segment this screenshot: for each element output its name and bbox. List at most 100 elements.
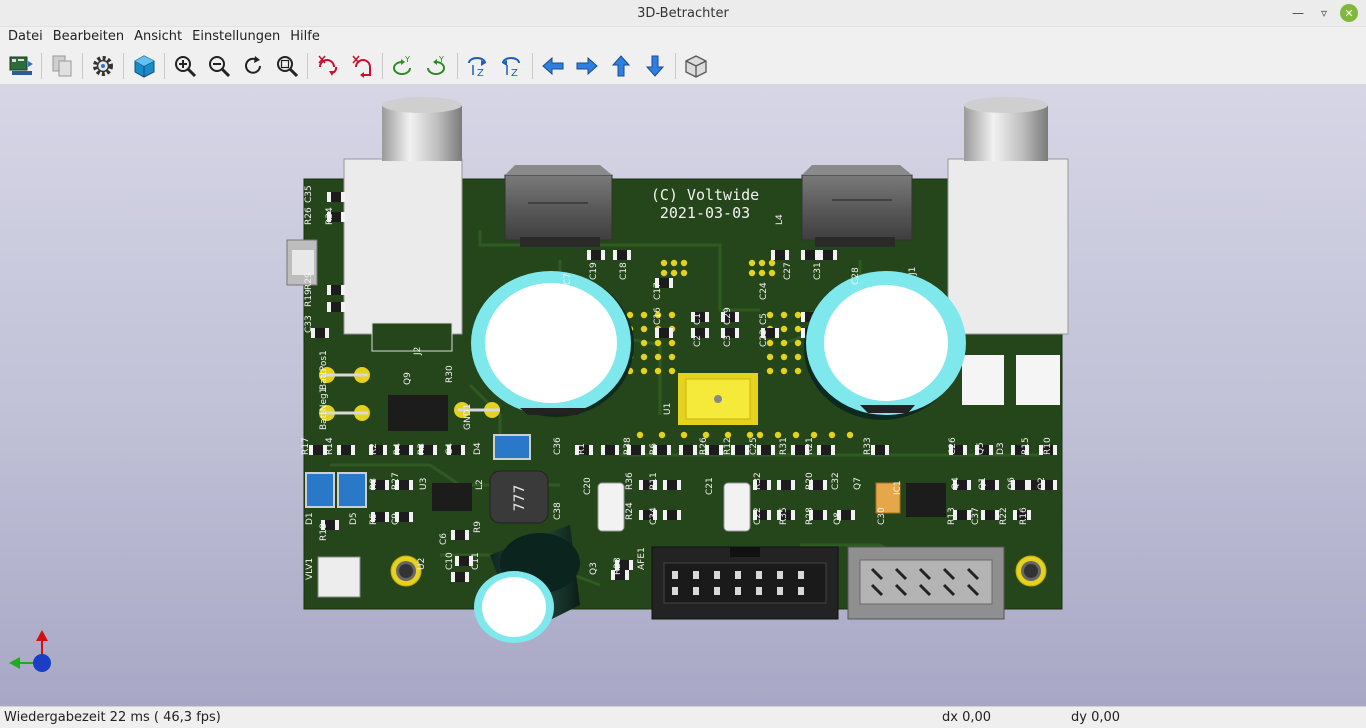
silk-ref-label: R29 xyxy=(304,272,314,290)
rotate-z-cw-button[interactable]: Z xyxy=(495,49,529,83)
menu-ansicht[interactable]: Ansicht xyxy=(134,29,183,44)
window-controls: — ▿ ✕ xyxy=(1288,3,1358,23)
silk-ref-label: D3 xyxy=(996,442,1006,455)
rotate-z-ccw-button[interactable]: Z xyxy=(461,49,495,83)
silk-ref-label: R13 xyxy=(947,507,957,525)
move-up-button[interactable] xyxy=(604,49,638,83)
header-pin xyxy=(942,583,956,597)
smd-part xyxy=(691,328,709,338)
rotate-y-ccw-button[interactable]: Y xyxy=(386,49,420,83)
smd-part xyxy=(653,445,671,455)
silk-ref-label: R22 xyxy=(999,507,1009,525)
silk-ref-label: C32 xyxy=(831,472,841,490)
via xyxy=(660,259,668,267)
rotate-x-cw-button[interactable] xyxy=(345,49,379,83)
ribbon-header-right xyxy=(847,546,1005,620)
menu-hilfe[interactable]: Hilfe xyxy=(290,29,320,44)
header-pin xyxy=(798,571,804,579)
silk-ref-label: R8 xyxy=(369,478,379,490)
header-pin xyxy=(714,587,720,595)
smd-part xyxy=(395,445,413,455)
via xyxy=(670,269,678,277)
move-down-button[interactable] xyxy=(638,49,672,83)
smd-part xyxy=(327,302,345,312)
svg-text:Z: Z xyxy=(477,68,484,79)
ic-u3 xyxy=(432,483,472,511)
inductor-left xyxy=(504,165,613,247)
header-pin xyxy=(777,571,783,579)
zoom-in-button[interactable] xyxy=(168,49,202,83)
switch-bottom xyxy=(317,556,361,598)
maximize-icon[interactable]: ▿ xyxy=(1320,6,1328,20)
3d-viewport[interactable]: (C) Voltwide 2021-03-03 xyxy=(0,85,1366,706)
via xyxy=(654,339,662,347)
silk-ref-label: C4 xyxy=(445,443,455,455)
header-pin xyxy=(672,571,678,579)
rotate-z-cw-icon: Z xyxy=(502,56,520,79)
raytracing-button[interactable] xyxy=(127,49,161,83)
via xyxy=(794,339,802,347)
smd-part xyxy=(975,445,993,455)
silk-ref-label: C34 xyxy=(649,507,659,525)
toolbar-separator xyxy=(41,52,42,79)
svg-text:Z: Z xyxy=(511,68,518,79)
arrow-right-icon xyxy=(576,56,598,75)
silk-ref-label: D1 xyxy=(305,512,315,525)
header-pin xyxy=(894,567,908,581)
copy-image-button[interactable] xyxy=(45,49,79,83)
via xyxy=(828,431,836,439)
via xyxy=(748,269,756,277)
smd-part xyxy=(981,510,999,520)
smd-part xyxy=(371,512,389,522)
header-pin xyxy=(918,583,932,597)
via xyxy=(768,259,776,267)
arrow-down-icon xyxy=(645,55,665,77)
silk-ref-label: C10 xyxy=(445,552,455,570)
zoom-out-button[interactable] xyxy=(202,49,236,83)
smd-part xyxy=(613,250,631,260)
rotate-x-ccw-button[interactable] xyxy=(311,49,345,83)
via xyxy=(640,367,648,375)
via xyxy=(660,269,668,277)
via xyxy=(810,431,818,439)
smd-part xyxy=(809,510,827,520)
smd-part xyxy=(655,328,673,338)
reload-board-button[interactable] xyxy=(4,49,38,83)
menu-bearbeiten[interactable]: Bearbeiten xyxy=(52,29,125,44)
header-pin xyxy=(966,567,980,581)
smd-part xyxy=(321,520,339,530)
via xyxy=(780,311,788,319)
smd-part xyxy=(819,250,837,260)
via xyxy=(658,431,666,439)
preferences-button[interactable] xyxy=(86,49,120,83)
move-right-button[interactable] xyxy=(570,49,604,83)
silk-ref-label: R33 xyxy=(863,437,873,455)
smd-part xyxy=(1039,445,1057,455)
pcb-render[interactable]: (C) Voltwide 2021-03-03 xyxy=(0,85,1366,706)
orthographic-button[interactable] xyxy=(679,49,713,83)
smd-part xyxy=(981,480,999,490)
silk-ref-label: Q6 xyxy=(1007,477,1017,490)
menu-einstellungen[interactable]: Einstellungen xyxy=(192,29,281,44)
minimize-icon[interactable]: — xyxy=(1292,6,1304,20)
silk-ref-label: R28 xyxy=(805,507,815,525)
rotate-y-cw-button[interactable]: Y xyxy=(420,49,454,83)
redraw-button[interactable] xyxy=(236,49,270,83)
toolbar-separator xyxy=(307,52,308,79)
copy-icon xyxy=(52,55,72,76)
via xyxy=(766,353,774,361)
axis-indicator xyxy=(9,630,51,672)
silk-ref-label: C35 xyxy=(304,185,314,203)
silk-ref-label: R21 xyxy=(805,437,815,455)
zoom-fit-button[interactable] xyxy=(270,49,304,83)
silk-ref-label: R14 xyxy=(325,437,335,455)
smd-part xyxy=(777,510,795,520)
move-left-button[interactable] xyxy=(536,49,570,83)
silk-ref-label: R18 xyxy=(319,523,329,541)
header-pin xyxy=(735,587,741,595)
close-icon[interactable]: ✕ xyxy=(1340,4,1358,22)
silk-ref-label: C23 xyxy=(759,329,769,347)
menu-datei[interactable]: Datei xyxy=(8,29,43,44)
via xyxy=(668,367,676,375)
